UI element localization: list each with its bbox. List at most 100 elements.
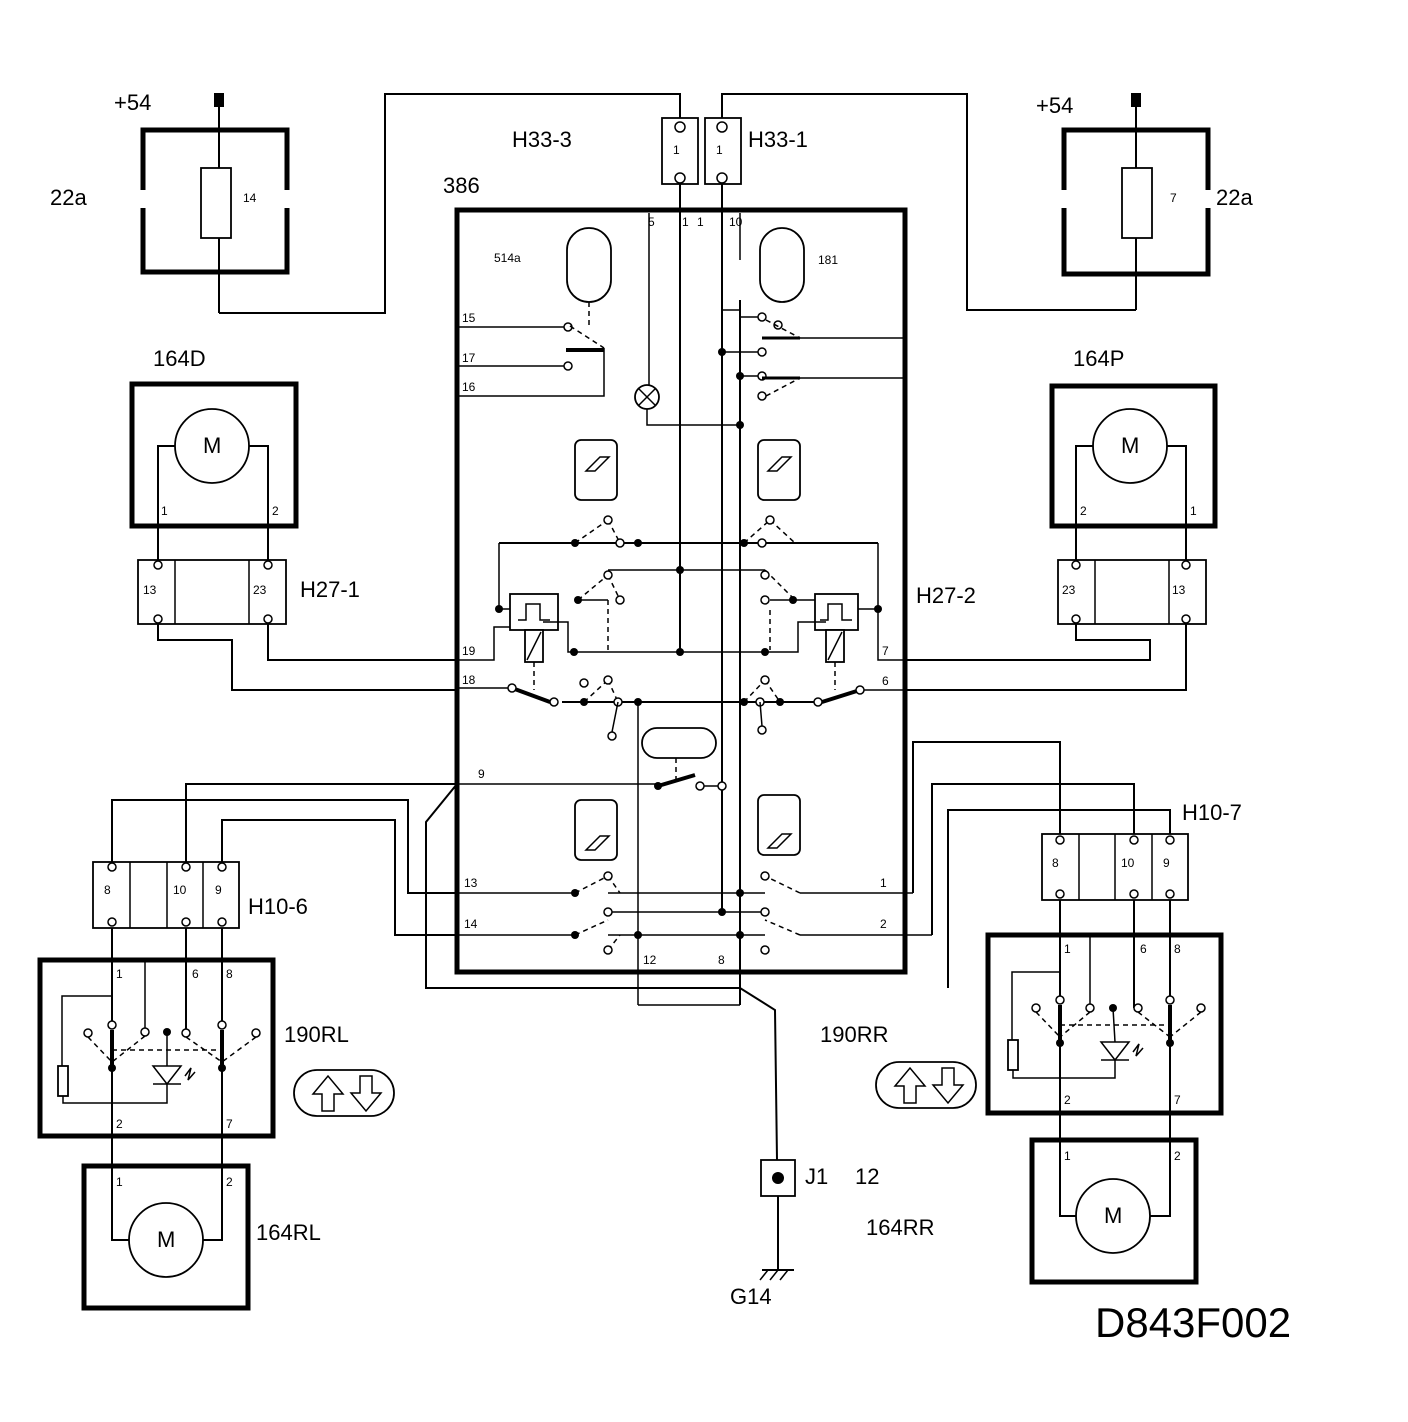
switch-190rr-label: 190RR (820, 1022, 888, 1047)
motor-164d-symbol: M (203, 433, 221, 458)
svg-text:17: 17 (462, 351, 476, 365)
motor-164rl-symbol: M (157, 1227, 175, 1252)
svg-text:23: 23 (1062, 583, 1076, 597)
arrows-up-down-right-icon (875, 1061, 977, 1109)
svg-text:1: 1 (116, 1175, 123, 1189)
connector-h27-1: 13 23 H27-1 (137, 559, 360, 625)
svg-text:2: 2 (1174, 1149, 1181, 1163)
svg-text:10: 10 (729, 215, 743, 229)
motor-164rl-label: 164RL (256, 1220, 321, 1245)
svg-text:8: 8 (1174, 942, 1181, 956)
svg-text:2: 2 (226, 1175, 233, 1189)
window-down-left-icon (574, 799, 618, 861)
arrows-up-down-left-icon (293, 1069, 395, 1117)
svg-text:7: 7 (226, 1117, 233, 1131)
svg-text:2: 2 (272, 504, 279, 518)
j1-number: 12 (855, 1164, 879, 1189)
svg-text:7: 7 (882, 644, 889, 658)
g14-label: G14 (730, 1284, 772, 1309)
svg-text:1: 1 (880, 876, 887, 890)
fuse-box-right: 7 +54 22a (1036, 93, 1253, 310)
svg-text:7: 7 (1174, 1093, 1181, 1107)
ground-junction: J1 12 (760, 1159, 879, 1270)
h27-2-label: H27-2 (916, 583, 976, 608)
svg-text:13: 13 (464, 876, 478, 890)
svg-text:6: 6 (882, 674, 889, 688)
svg-text:9: 9 (478, 767, 485, 781)
svg-text:1: 1 (161, 504, 168, 518)
connector-h27-2: 23 13 H27-2 (916, 559, 1207, 625)
svg-text:1: 1 (1064, 1149, 1071, 1163)
supply-right-label: +54 (1036, 93, 1073, 118)
module-386-label: 386 (443, 173, 480, 198)
svg-text:15: 15 (462, 311, 476, 325)
svg-text:13: 13 (1172, 583, 1186, 597)
h10-6-label: H10-6 (248, 894, 308, 919)
svg-text:6: 6 (1140, 942, 1147, 956)
relay-right: 7 6 (765, 543, 905, 707)
svg-text:14: 14 (464, 917, 478, 931)
lamp-181-label: 181 (818, 253, 838, 267)
svg-text:2: 2 (116, 1117, 123, 1131)
motor-164rl: M 1 2 164RL (81, 1163, 321, 1311)
fuse-7 (1121, 167, 1153, 239)
lamp-514a-label: 514a (494, 251, 521, 265)
h33-1-label: H33-1 (748, 127, 808, 152)
svg-text:8: 8 (718, 953, 725, 967)
svg-text:1: 1 (1190, 504, 1197, 518)
motor-164p-label: 164P (1073, 346, 1124, 371)
svg-text:1: 1 (697, 215, 704, 229)
motor-164p-symbol: M (1121, 433, 1139, 458)
relay-left: 19 18 (459, 543, 574, 707)
connector-h10-6: 8 10 9 H10-6 (92, 861, 308, 929)
motor-164p: M 2 1 164P (1049, 346, 1218, 560)
svg-text:2: 2 (880, 917, 887, 931)
svg-text:2: 2 (1064, 1093, 1071, 1107)
lamp-514a: 514a (494, 227, 612, 303)
svg-text:13: 13 (143, 583, 157, 597)
svg-text:6: 6 (192, 967, 199, 981)
svg-text:9: 9 (1163, 856, 1170, 870)
window-down-right-icon (757, 794, 801, 856)
svg-text:2: 2 (1080, 504, 1087, 518)
h33-3-label: H33-3 (512, 127, 572, 152)
motor-164rr-label: 164RR (866, 1215, 934, 1240)
ground-icon: G14 (730, 1269, 794, 1309)
diagram-code: D843F002 (1095, 1299, 1291, 1346)
svg-text:10: 10 (173, 883, 187, 897)
svg-text:12: 12 (643, 953, 657, 967)
switch-190rr: 1 6 8 2 7 190RR (820, 900, 1224, 1140)
svg-text:1: 1 (116, 967, 123, 981)
fuse-right-number: 7 (1170, 191, 1177, 205)
connector-h10-7: 8 10 9 H10-7 (1041, 800, 1242, 901)
fuse-box-left-label: 22a (50, 185, 87, 210)
svg-text:8: 8 (1052, 856, 1059, 870)
fuse-box-right-label: 22a (1216, 185, 1253, 210)
svg-text:1: 1 (682, 215, 689, 229)
svg-text:5: 5 (648, 215, 655, 229)
svg-text:16: 16 (462, 380, 476, 394)
switch-190rl-label: 190RL (284, 1022, 349, 1047)
svg-text:9: 9 (215, 883, 222, 897)
switch-cluster-left (574, 515, 625, 741)
connector-h33-3: 1 H33-3 (512, 117, 699, 185)
supply-left-label: +54 (114, 90, 151, 115)
motor-164rr: M 1 2 164RR (866, 1137, 1199, 1285)
fuse-box-left: 14 +54 22a (50, 90, 290, 313)
motor-164d-label: 164D (153, 346, 206, 371)
svg-text:8: 8 (226, 967, 233, 981)
motor-164d: M 1 2 164D (129, 346, 299, 560)
svg-text:1: 1 (673, 143, 680, 157)
svg-text:8: 8 (104, 883, 111, 897)
svg-text:19: 19 (462, 644, 476, 658)
fuse-left-number: 14 (243, 191, 257, 205)
lamp-181: 181 (759, 227, 838, 303)
h27-1-label: H27-1 (300, 577, 360, 602)
svg-text:10: 10 (1121, 856, 1135, 870)
connector-h33-1: 1 H33-1 (704, 117, 808, 185)
lockout-switch: 9 (457, 702, 727, 1005)
svg-text:18: 18 (462, 673, 476, 687)
indicator-lamp (634, 384, 660, 410)
fuse-14 (200, 167, 232, 239)
